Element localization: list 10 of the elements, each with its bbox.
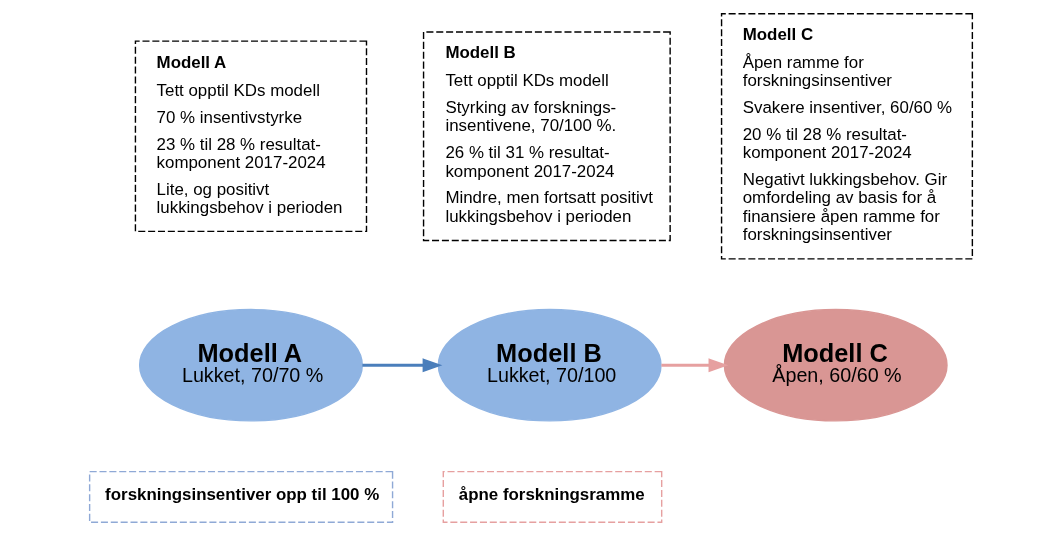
node-ellipse: Modell B Lukket, 70/100 [437,308,662,422]
node-ellipse: Modell A Lukket, 70/70 % [138,308,363,422]
node-box: Modell B Tett opptil KDs modell Styrking av forsknings- insentivene, 70/100 %. 26 % til 31 % resultat- komponent 2017-2024 Mindre, men fortsatt positivt lukkingsbehov i perioden [422,31,671,242]
arrow [362,358,443,373]
node-box: forskningsinsentiver opp til 100 % [88,470,394,524]
node-box: Modell C Åpen ramme for forskningsinsentiver Svakere insentiver, 60/60 % 20 % til 28 % resultat- komponent 2017-2024 Negativt lukkingsbehov. Gir omfordeling av basis for å finansiere åpen ramme for forskningsinsentiver [720,12,974,260]
arrow [661,358,729,373]
node-ellipse: Modell C Åpen, 60/60 % [723,308,948,422]
node-box: Modell A Tett opptil KDs modell 70 % insentivstyrke 23 % til 28 % resultat- komponent 2017-2024 Lite, og positivt lukkingsbehov i perioden [134,40,368,233]
node-box: åpne forskningsramme [442,470,663,524]
